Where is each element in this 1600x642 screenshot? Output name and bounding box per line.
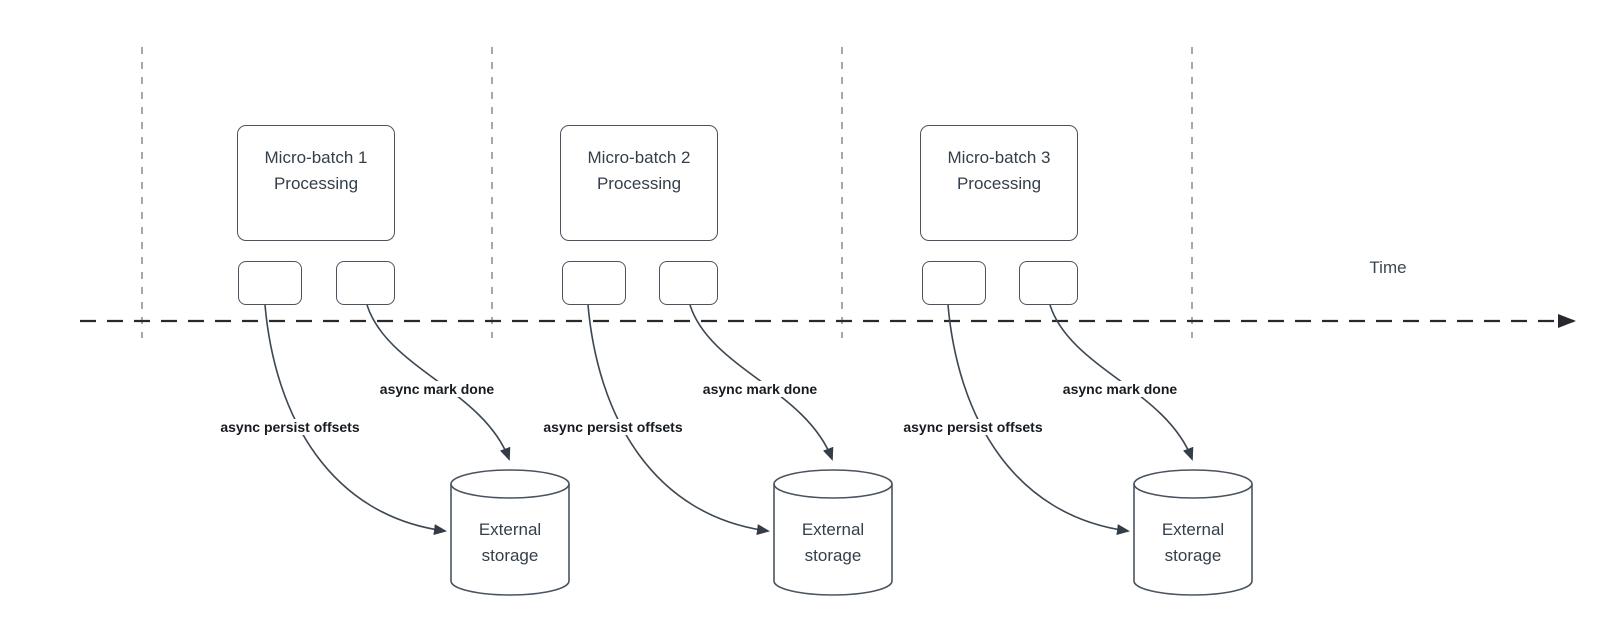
external-storage-line2: storage: [804, 546, 862, 565]
cylinder-rim-1: [450, 483, 570, 499]
commit-task-box-2: [659, 261, 718, 305]
time-axis-label: Time: [1369, 258, 1407, 277]
micro-batch-2-subtitle: Processing: [596, 174, 682, 193]
persist-offsets-label-3: async persist offsets: [900, 419, 1046, 435]
storage-cylinders: [450, 469, 1253, 596]
storage-cylinder-2: [773, 469, 893, 596]
commit-task-box-1: [336, 261, 395, 305]
persist-offsets-label-1: async persist offsets: [217, 419, 363, 435]
micro-batch-2-box: Micro-batch 2 Processing: [560, 125, 718, 241]
persist-offsets-label-2: async persist offsets: [540, 419, 686, 435]
cylinder-rim-2: [773, 483, 893, 499]
storage-cylinder-1: [450, 469, 570, 596]
external-storage-label-2: External storage: [774, 517, 892, 569]
micro-batch-1-box: Micro-batch 1 Processing: [237, 125, 395, 241]
mark-done-label-2: async mark done: [699, 381, 821, 397]
batch-1-arrows: [264, 304, 511, 536]
mark-done-arrow-3: [1049, 304, 1194, 461]
batch-3-arrows: [947, 304, 1194, 536]
micro-batch-3-label: Micro-batch 3 Processing: [921, 145, 1077, 197]
commit-task-box-3: [1019, 261, 1078, 305]
cylinder-rim-3: [1133, 483, 1253, 499]
storage-cylinder-3: [1133, 469, 1253, 596]
external-storage-line1: External: [801, 520, 865, 539]
mark-done-arrow-1: [366, 304, 511, 461]
offset-task-box-3: [922, 261, 986, 305]
external-storage-label-3: External storage: [1134, 517, 1252, 569]
micro-batch-3-box: Micro-batch 3 Processing: [920, 125, 1078, 241]
micro-batch-3-title: Micro-batch 3: [947, 148, 1051, 167]
mark-done-label-3: async mark done: [1059, 381, 1181, 397]
micro-batch-3-subtitle: Processing: [956, 174, 1042, 193]
persist-offsets-arrow-3: [947, 304, 1130, 536]
external-storage-label-1: External storage: [451, 517, 569, 569]
persist-offsets-arrow-2: [587, 304, 770, 536]
time-guide-lines: [141, 47, 1193, 338]
external-storage-line1: External: [1161, 520, 1225, 539]
micro-batch-2-title: Micro-batch 2: [587, 148, 691, 167]
mark-done-arrow-2: [689, 304, 834, 461]
offset-task-box-2: [562, 261, 626, 305]
mark-done-label-1: async mark done: [376, 381, 498, 397]
micro-batch-1-label: Micro-batch 1 Processing: [238, 145, 394, 197]
persist-offsets-arrow-1: [264, 304, 447, 536]
micro-batch-1-title: Micro-batch 1: [264, 148, 368, 167]
external-storage-line1: External: [478, 520, 542, 539]
offset-task-box-1: [238, 261, 302, 305]
external-storage-line2: storage: [1164, 546, 1222, 565]
micro-batch-1-subtitle: Processing: [273, 174, 359, 193]
micro-batch-2-label: Micro-batch 2 Processing: [561, 145, 717, 197]
external-storage-line2: storage: [481, 546, 539, 565]
batch-2-arrows: [587, 304, 834, 536]
